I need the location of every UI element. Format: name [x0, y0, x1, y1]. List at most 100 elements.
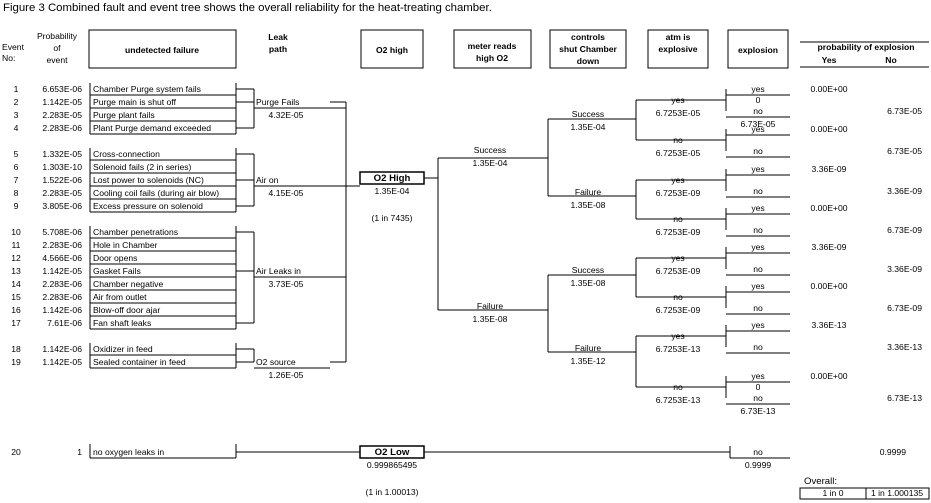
atm-value: 6.7253E-09	[656, 188, 701, 198]
event-probability: 1.142E-05	[42, 357, 82, 367]
overall-no: 1 in 1.000135	[871, 488, 923, 498]
explosion-no: no	[753, 146, 763, 156]
event-probability: 1.332E-05	[42, 149, 82, 159]
explosion-yes: yes	[751, 124, 764, 134]
explosion-no: no	[753, 342, 763, 352]
event-number: 3	[14, 110, 19, 120]
prob-no: 3.36E-09	[887, 186, 922, 196]
event-number: 15	[11, 292, 21, 302]
leak-path-label: O2 source	[256, 357, 296, 367]
header-o2high: O2 high	[376, 45, 408, 55]
meter-label: Failure	[477, 301, 503, 311]
event-label: Door opens	[93, 253, 137, 263]
header-no: No	[885, 55, 896, 65]
event-probability: 1.142E-06	[42, 305, 82, 315]
prob-yes: 3.36E-13	[812, 320, 847, 330]
header-o2high-box	[360, 29, 424, 69]
event-probability: 2.283E-05	[42, 110, 82, 120]
prob-yes: 0.00E+00	[810, 84, 847, 94]
event-probability: 1.142E-05	[42, 266, 82, 276]
header-atm-box	[647, 29, 709, 69]
leak-path-value: 1.26E-05	[269, 370, 304, 380]
event-probability: 1.522E-06	[42, 175, 82, 185]
leak-path-value: 3.73E-05	[269, 279, 304, 289]
controls-value: 1.35E-12	[571, 356, 606, 366]
prob-yes: 0.00E+00	[810, 124, 847, 134]
atm-label: no	[673, 382, 683, 392]
event-probability: 2.283E-05	[42, 188, 82, 198]
event-number: 1	[14, 84, 19, 94]
header-yes: Yes	[822, 55, 837, 65]
header-leak-path: path	[269, 44, 287, 54]
event-number: 17	[11, 318, 21, 328]
atm-value: 6.7253E-09	[656, 305, 701, 315]
header-atm: atm is	[666, 32, 691, 42]
explosion-yes: yes	[751, 371, 764, 381]
controls-value: 1.35E-04	[571, 122, 606, 132]
explosion-yes: yes	[751, 242, 764, 252]
event-probability: 1.142E-05	[42, 97, 82, 107]
atm-label: no	[673, 135, 683, 145]
meter-value: 1.35E-08	[473, 314, 508, 324]
explosion-yes: yes	[751, 84, 764, 94]
figure-title: Figure 3 Combined fault and event tree s…	[3, 2, 492, 14]
atm-value: 6.7253E-09	[656, 266, 701, 276]
header-leak-path: Leak	[268, 32, 288, 42]
event-probability: 2.283E-06	[42, 123, 82, 133]
explosion-no: no	[753, 303, 763, 313]
header-event-no: No:	[2, 53, 15, 63]
event-number: 9	[14, 201, 19, 211]
leak-path-value: 4.32E-05	[269, 110, 304, 120]
event-number: 19	[11, 357, 21, 367]
event-probability: 1.142E-06	[42, 344, 82, 354]
explosion-no: no	[753, 264, 763, 274]
event-number: 16	[11, 305, 21, 315]
header-undetected: undetected failure	[125, 45, 199, 55]
header-probability: event	[46, 55, 68, 65]
prob-no: 6.73E-13	[887, 393, 922, 403]
header-controls: controls	[571, 32, 605, 42]
prob-yes: 3.36E-09	[812, 242, 847, 252]
event-probability: 3.805E-06	[42, 201, 82, 211]
event-probability: 5.708E-06	[42, 227, 82, 237]
o2low-ratio: (1 in 1.00013)	[365, 487, 418, 497]
controls-value: 1.35E-08	[571, 200, 606, 210]
header-probability: of	[53, 43, 61, 53]
event-label: Purge main is shut off	[93, 97, 177, 107]
event-number: 4	[14, 123, 19, 133]
atm-label: yes	[671, 331, 684, 341]
event-label: Excess pressure on solenoid	[93, 201, 203, 211]
event-probability: 2.283E-06	[42, 292, 82, 302]
header-probability: Probability	[37, 31, 78, 41]
atm-label: no	[673, 214, 683, 224]
event-number: 8	[14, 188, 19, 198]
header-prob-explosion: probability of explosion	[818, 42, 915, 52]
event-label: Air from outlet	[93, 292, 147, 302]
event-label: Chamber Purge system fails	[93, 84, 201, 94]
event-label: Cross-connection	[93, 149, 160, 159]
event-number: 13	[11, 266, 21, 276]
header-explosion: explosion	[738, 45, 778, 55]
prob-yes: 0.00E+00	[810, 371, 847, 381]
event-number: 20	[11, 447, 21, 457]
overall-no-box	[865, 487, 930, 500]
explosion-zero: 0	[756, 382, 761, 392]
prob-yes: 0.00E+00	[810, 281, 847, 291]
o2high-label: O2 High	[374, 173, 411, 184]
controls-label: Failure	[575, 343, 601, 353]
event-label: Lost power to solenoids (NC)	[93, 175, 204, 185]
prob-no: 6.73E-05	[887, 106, 922, 116]
prob-no: 3.36E-13	[887, 342, 922, 352]
explosion-low-value: 0.9999	[745, 460, 772, 470]
event-label: Chamber negative	[93, 279, 163, 289]
event-label: Oxidizer in feed	[93, 344, 153, 354]
explosion-zero: 0	[756, 95, 761, 105]
event-number: 14	[11, 279, 21, 289]
o2low-label: O2 Low	[375, 447, 410, 458]
explosion-no: no	[753, 225, 763, 235]
prob-yes: 0.00E+00	[810, 203, 847, 213]
controls-value: 1.35E-08	[571, 278, 606, 288]
atm-label: yes	[671, 175, 684, 185]
